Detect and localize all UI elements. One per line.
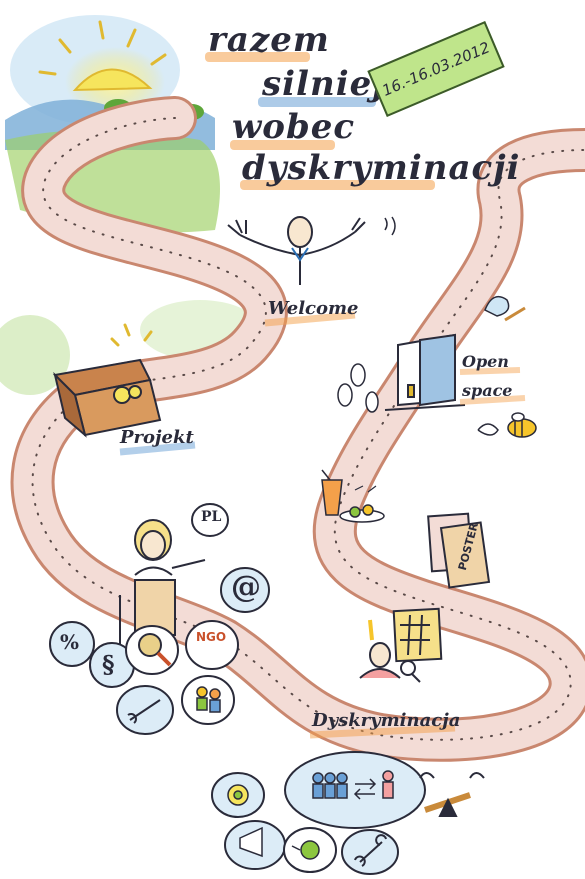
people-exchange-icon [312,770,394,800]
magnifier-icon [138,633,172,667]
megaphone-icon [239,826,263,858]
bubble-percent: % [60,630,80,654]
label-dyskryminacja: Dyskryminacja [312,710,461,731]
sun-rays-icon [38,20,167,76]
door-icon [384,333,466,411]
wrench-icon [354,834,387,867]
person-welcome-icon [227,216,396,285]
poster-icon [427,512,491,589]
title-highlight-3 [230,140,335,150]
badge-icon [227,784,249,806]
treasure-chest-icon [52,323,162,438]
discrimination-scene [359,607,443,683]
title-highlight-1 [205,52,310,62]
label-projekt: Projekt [120,427,194,448]
juggler-icon [484,295,526,322]
title-line-3: wobec [232,107,356,147]
bottom-bubbles [211,751,426,875]
group-icon [196,686,221,713]
title-highlight-2 [258,97,376,107]
ball-icon [291,840,320,860]
title-line-1: razem [208,20,330,60]
label-highlights [119,311,526,739]
drink-icon [321,469,385,523]
bubble-pl: PL [201,509,222,525]
scale-icon [419,772,485,817]
label-open: Open [462,352,509,371]
title-line-4: dyskryminacji [242,148,521,188]
topic-bubbles [49,503,270,735]
label-space: space [462,381,513,400]
bee-icon [477,412,537,438]
title-highlight-4 [240,180,435,190]
label-welcome: Welcome [268,298,359,319]
tools-icon [127,699,161,724]
bubble-at: @ [231,570,261,605]
footprints-icon [337,363,379,413]
bubble-ngo: NGO [196,630,227,644]
bubble-paragraph: § [102,650,115,679]
